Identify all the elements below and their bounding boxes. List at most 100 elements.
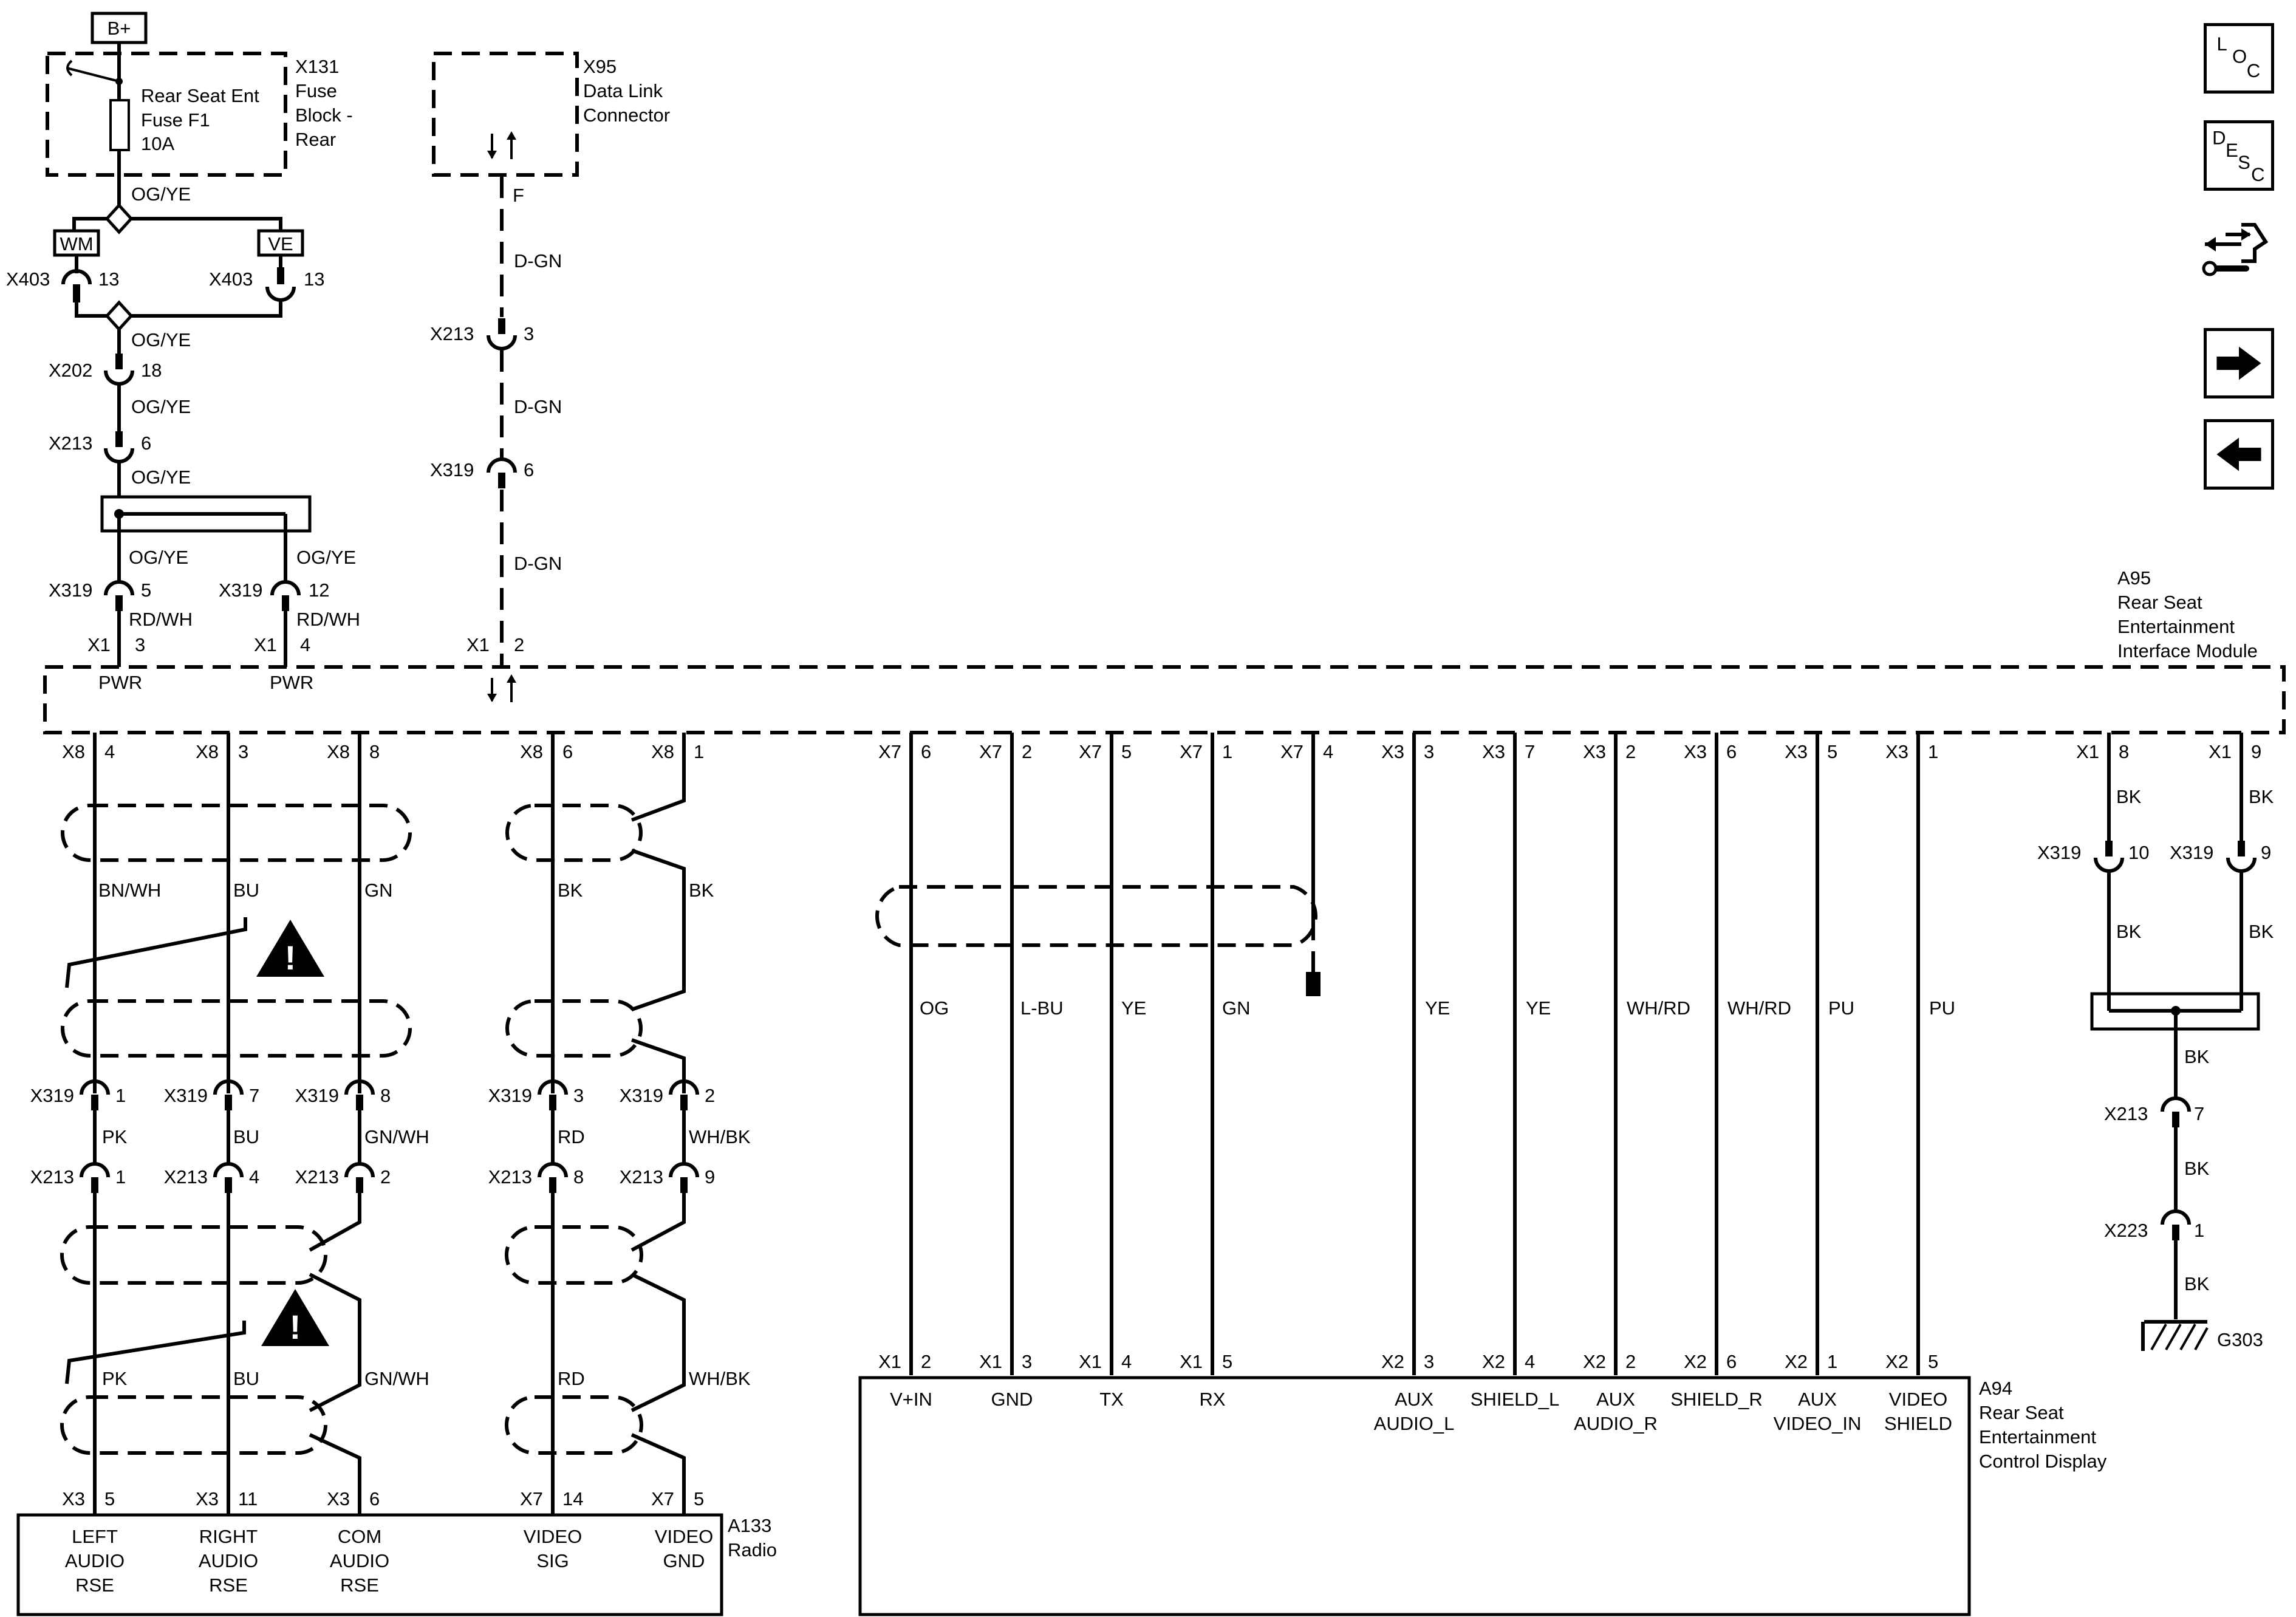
next-page-button[interactable] [2204, 328, 2274, 398]
splice-diamond [104, 203, 134, 234]
svg-text:!: ! [285, 938, 296, 977]
wire-color-gn-wh-2: GN/WH [364, 1368, 429, 1389]
x319-pin-block-3 [549, 1095, 556, 1110]
x213-pin-block-1 [225, 1177, 232, 1193]
wire-color-og-ye-2: OG/YE [131, 329, 191, 350]
a95-bottom-pin-15: 1 [1928, 741, 1938, 762]
x95-name-line1: Data Link [583, 80, 663, 101]
radio-pin-label-4-0: VIDEO [655, 1526, 713, 1547]
radio-name: Radio [728, 1539, 777, 1561]
a95-name-line2: Entertainment [2117, 616, 2235, 637]
a95-bottom-conn-0: X8 [62, 741, 85, 762]
radio-pin-label-0-1: AUDIO [65, 1550, 125, 1571]
wire-color-d-gn-1: D-GN [514, 250, 562, 272]
wire-color-rd-wh-2: RD/WH [296, 609, 360, 630]
radio-pin-1: 11 [238, 1488, 258, 1509]
x213-pin-row-2: 2 [380, 1166, 391, 1188]
radio-conn-0: X3 [62, 1488, 85, 1509]
radio-conn-3: X7 [520, 1488, 543, 1509]
display-pin-2: 4 [1121, 1351, 1132, 1372]
radio-pin-label-4-1: GND [663, 1550, 705, 1571]
wire-color-og-ye-1: OG/YE [131, 183, 191, 205]
radio-conn-2: X3 [327, 1488, 350, 1509]
x319-label-row-4: X319 [620, 1085, 663, 1106]
a95-bottom-pin-6: 2 [1022, 741, 1032, 762]
wire-color-pu-2: PU [1929, 997, 1955, 1019]
x131-fuse-block-outline [46, 52, 287, 177]
a95-bottom-conn-8: X7 [1180, 741, 1203, 762]
x319-label-gnd1: X319 [2037, 842, 2081, 863]
a95-bottom-pin-9: 4 [1323, 741, 1333, 762]
display-pin-label-6-1: AUDIO_R [1574, 1413, 1658, 1434]
wire-color-pk-2: PK [102, 1368, 128, 1389]
svg-text:O: O [2232, 46, 2247, 67]
wire-color-og-ye-6: OG/YE [296, 547, 356, 568]
radio-pin-label-2-1: AUDIO [330, 1550, 389, 1571]
x319-pin-row-3: 3 [573, 1085, 584, 1106]
display-pin-label-4-1: AUDIO_L [1374, 1413, 1455, 1434]
fuse-label-line1: Rear Seat Ent [141, 85, 259, 106]
a95-bottom-conn-5: X7 [878, 741, 901, 762]
x213-label-dlc: X213 [430, 323, 474, 344]
a95-bottom-pin-3: 6 [562, 741, 573, 762]
display-pin-label-6-0: AUX [1596, 1389, 1635, 1410]
svg-text:L: L [2216, 33, 2227, 55]
a95-bottom-pin-4: 1 [694, 741, 704, 762]
ground-circuit: BK BK X319 10 X319 9 BK BK BK X213 7 BK … [2037, 733, 2274, 1351]
x319-pin-block-0 [91, 1095, 98, 1110]
display-conn-0: X1 [878, 1351, 901, 1372]
x202-label: X202 [49, 360, 92, 381]
x223-pin-1: 1 [2194, 1220, 2204, 1241]
display-conn-1: X1 [979, 1351, 1002, 1372]
loc-button[interactable]: L O C [2204, 23, 2274, 94]
display-pin-1: 3 [1022, 1351, 1032, 1372]
wire-color-bk-2: BK [689, 880, 714, 901]
wire-color-d-gn-2: D-GN [514, 396, 562, 417]
display-pin-label-7-0: SHIELD_R [1670, 1389, 1763, 1410]
radio-pin-3: 14 [562, 1488, 583, 1509]
x95-pin: F [513, 185, 524, 206]
x403-pin-left: 13 [98, 268, 119, 290]
wire-color-wh-bk-2: WH/BK [689, 1368, 751, 1389]
rear-seat-ent-fuse-f1 [109, 99, 130, 151]
ground-ref: G303 [2217, 1329, 2263, 1350]
display-conn-7: X2 [1684, 1351, 1707, 1372]
wire-color-bu-2: BU [233, 1126, 259, 1147]
a95-bottom-conn-4: X8 [651, 741, 674, 762]
fuse-label-line2: Fuse F1 [141, 109, 210, 131]
b-plus-label: B+ [108, 18, 131, 39]
wire-color-gn-wh-1: GN/WH [364, 1126, 429, 1147]
x319-label-row-1: X319 [164, 1085, 208, 1106]
a95-bottom-pin-12: 2 [1625, 741, 1636, 762]
radio-pin-label-2-0: COM [338, 1526, 381, 1547]
x403-pin-right: 13 [304, 268, 324, 290]
fuse-block-name-line2: Block - [295, 104, 353, 126]
x319-socket-2 [344, 1079, 375, 1095]
caution-icon [256, 920, 324, 977]
connector-view-button[interactable] [2199, 213, 2269, 283]
x319-label-pwr2: X319 [219, 579, 262, 601]
previous-page-button[interactable] [2204, 419, 2274, 490]
x213-socket-4 [669, 1162, 699, 1178]
x319-socket-0 [80, 1079, 110, 1095]
wire-color-rd-wh-1: RD/WH [129, 609, 193, 630]
radio-pin-0: 5 [104, 1488, 115, 1509]
a95-top-label-1: PWR [98, 672, 142, 693]
control-display-a94: A94 Rear Seat Entertainment Control Disp… [858, 1351, 2107, 1616]
control-display-outline [858, 1376, 1971, 1616]
radio-pin-label-1-2: RSE [209, 1574, 248, 1596]
display-pin-label-8-1: VIDEO_IN [1774, 1413, 1862, 1434]
desc-button[interactable]: D E S C [2204, 120, 2274, 191]
svg-text:E: E [2226, 140, 2238, 161]
a95-name-line3: Interface Module [2117, 640, 2258, 662]
x213-pin-row-3: 8 [573, 1166, 584, 1188]
a95-bottom-conn-3: X8 [520, 741, 543, 762]
x319-pin-row-4: 2 [705, 1085, 715, 1106]
a94-name-line3: Control Display [1979, 1451, 2107, 1472]
x213-label-row-3: X213 [488, 1166, 532, 1188]
